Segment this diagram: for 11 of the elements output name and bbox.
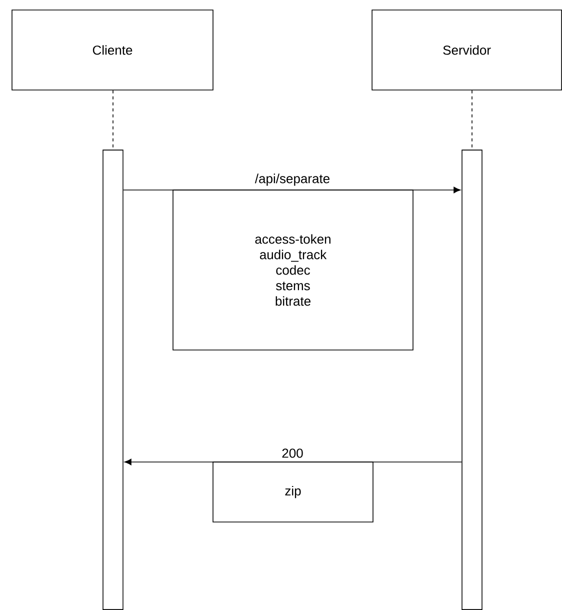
message-arrow: [123, 186, 461, 194]
edge-label: /api/separate: [254, 172, 332, 187]
payload-box: zip: [212, 462, 374, 522]
edge-label: 200: [280, 448, 304, 459]
parameter-box: access-token audio_track codec stems bitrate: [172, 190, 414, 350]
participant-box: Servidor: [372, 10, 562, 90]
participant-box: Cliente: [12, 10, 214, 90]
lifeline: [112, 90, 114, 150]
message-arrow: [124, 458, 462, 466]
activation-bar: [102, 150, 124, 610]
activation-bar: [462, 150, 482, 610]
